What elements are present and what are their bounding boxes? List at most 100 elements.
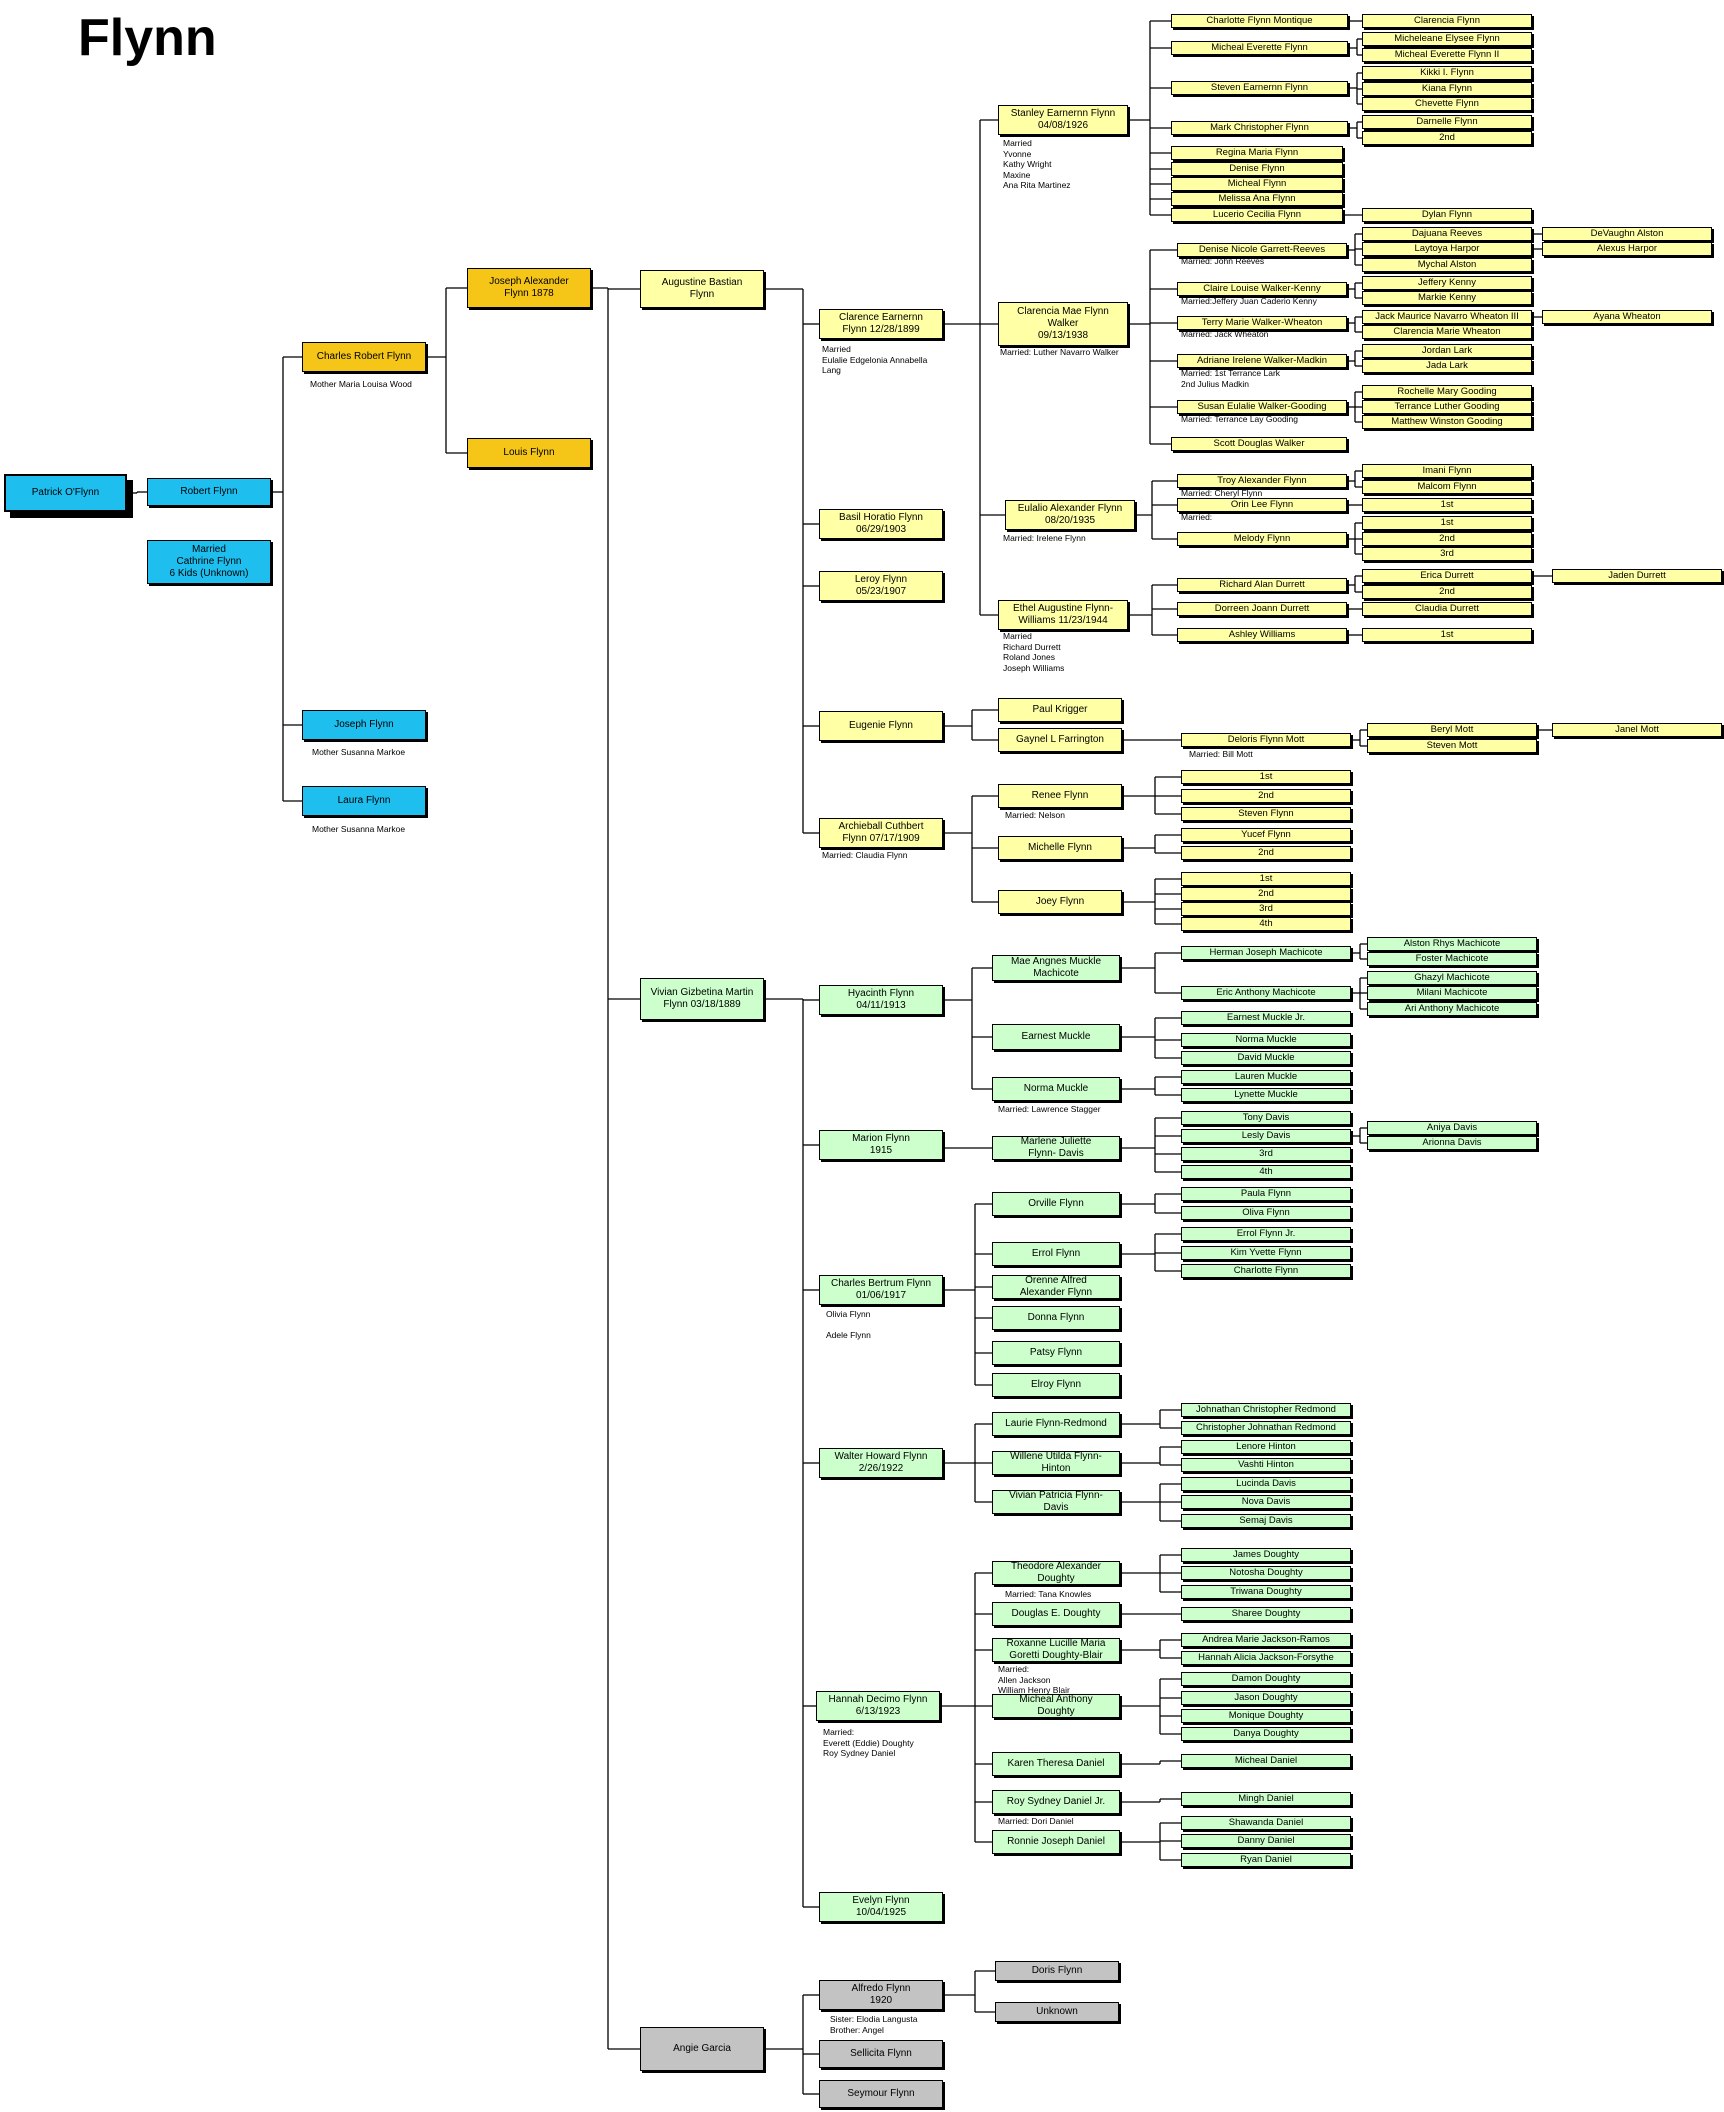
- person-box-matthew-wg: Matthew Winston Gooding: [1362, 415, 1532, 429]
- person-box-david-m: David Muckle: [1181, 1051, 1351, 1065]
- person-box-robert-married: Married Cathrine Flynn 6 Kids (Unknown): [147, 540, 271, 584]
- person-box-walter: Walter Howard Flynn 2/26/1922: [819, 1448, 943, 1478]
- person-box-christopher-jr: Christopher Johnathan Redmond: [1181, 1421, 1351, 1435]
- person-box-nova: Nova Davis: [1181, 1495, 1351, 1509]
- person-box-joseph-alexander: Joseph Alexander Flynn 1878: [467, 268, 591, 308]
- person-box-darnelle: Darnelle Flynn: [1362, 115, 1532, 129]
- person-box-semaj: Semaj Davis: [1181, 1514, 1351, 1528]
- person-box-elroy: Elroy Flynn: [992, 1373, 1120, 1397]
- person-box-steven-flynn: Steven Flynn: [1181, 807, 1351, 821]
- person-box-michelle: Michelle Flynn: [998, 836, 1122, 860]
- person-box-marlene-3rd: 3rd: [1181, 1147, 1351, 1161]
- person-box-alexus: Alexus Harpor: [1542, 242, 1712, 256]
- person-box-patrick: Patrick O'Flynn: [4, 474, 127, 512]
- person-box-micheal-daniel: Micheal Daniel: [1181, 1754, 1351, 1768]
- person-box-notosha: Notosha Doughty: [1181, 1566, 1351, 1580]
- person-box-milani: Milani Machicote: [1367, 986, 1537, 1000]
- person-box-charlotte-f: Charlotte Flynn: [1181, 1264, 1351, 1278]
- person-box-paula: Paula Flynn: [1181, 1187, 1351, 1201]
- person-box-clarencia-f: Clarencia Flynn: [1362, 14, 1532, 28]
- person-box-jeffery-k: Jeffery Kenny: [1362, 276, 1532, 290]
- person-box-dorreen: Dorreen Joann Durrett: [1177, 602, 1347, 616]
- person-box-claire: Claire Louise Walker-Kenny: [1177, 282, 1347, 296]
- person-box-ryan-d: Ryan Daniel: [1181, 1853, 1351, 1867]
- note-joseph-flynn: Mother Susanna Markoe: [312, 747, 406, 757]
- person-box-clarencia-mae: Clarencia Mae Flynn Walker 09/13/1938: [998, 302, 1128, 346]
- person-box-vivian-g: Vivian Gizbetina Martin Flynn 03/18/1889: [640, 978, 764, 1020]
- person-box-micheal-ef2: Micheal Everette Flynn II: [1362, 48, 1532, 62]
- person-box-doris: Doris Flynn: [995, 1961, 1119, 1981]
- person-box-tony-d: Tony Davis: [1181, 1111, 1351, 1125]
- person-box-michelle-2nd: 2nd: [1181, 846, 1351, 860]
- person-box-earnest-m: Earnest Muckle: [992, 1024, 1120, 1050]
- person-box-eric-am: Eric Anthony Machicote: [1181, 986, 1351, 1000]
- note-adriane: Married: 1st Terrance Lark 2nd Julius Ma…: [1181, 368, 1281, 389]
- person-box-claudia-d: Claudia Durrett: [1362, 602, 1532, 616]
- person-box-charlotte-fm: Charlotte Flynn Montique: [1171, 14, 1348, 28]
- person-box-foster-m: Foster Machicote: [1367, 952, 1537, 966]
- person-box-joey-4th: 4th: [1181, 917, 1351, 931]
- person-box-errol-jr: Errol Flynn Jr.: [1181, 1227, 1351, 1241]
- person-box-lesly-d: Lesly Davis: [1181, 1129, 1351, 1143]
- note-orin: Married:: [1181, 512, 1213, 522]
- person-box-vivian-pfd: Vivian Patricia Flynn- Davis: [992, 1490, 1120, 1514]
- person-box-micheleane: Micheleane Elysee Flynn: [1362, 32, 1532, 46]
- person-box-danya: Danya Doughty: [1181, 1727, 1351, 1741]
- note-alfredo: Sister: Elodia Langusta Brother: Angel: [830, 2014, 918, 2035]
- person-box-renee-1st: 1st: [1181, 770, 1351, 784]
- person-box-sharee: Sharee Doughty: [1181, 1607, 1351, 1621]
- note-troy: Married: Cheryl Flynn: [1181, 488, 1263, 498]
- person-box-joseph-flynn: Joseph Flynn: [302, 710, 426, 740]
- person-box-micheal-f: Micheal Flynn: [1171, 177, 1343, 191]
- person-box-earnest-mjr: Earnest Muckle Jr.: [1181, 1011, 1351, 1025]
- person-box-adriane: Adriane Irelene Walker-Madkin: [1177, 354, 1347, 368]
- person-box-joey-3rd: 3rd: [1181, 902, 1351, 916]
- person-box-alfredo: Alfredo Flynn 1920: [819, 1980, 943, 2010]
- person-box-regina: Regina Maria Flynn: [1171, 146, 1343, 160]
- person-box-leroy: Leroy Flynn 05/23/1907: [819, 571, 943, 601]
- person-box-paul: Paul Krigger: [998, 698, 1122, 722]
- person-box-hyacinth: Hyacinth Flynn 04/11/1913: [819, 985, 943, 1015]
- note-renee: Married: Nelson: [1005, 810, 1065, 820]
- person-box-arionna: Arionna Davis: [1367, 1136, 1537, 1150]
- person-box-deloris: Deloris Flynn Mott: [1181, 733, 1351, 747]
- person-box-ashley: Ashley Williams: [1177, 628, 1347, 642]
- note-clarence: Married Eulalie Edgelonia Annabella Lang: [822, 344, 928, 375]
- person-box-terrance-lg: Terrance Luther Gooding: [1362, 400, 1532, 414]
- person-box-errol: Errol Flynn: [992, 1242, 1120, 1266]
- person-box-micheal-ef: Micheal Everette Flynn: [1171, 41, 1348, 55]
- person-box-evelyn: Evelyn Flynn 10/04/1925: [819, 1892, 943, 1922]
- person-box-devaughn: DeVaughn Alston: [1542, 227, 1712, 241]
- person-box-kikki: Kikki I. Flynn: [1362, 66, 1532, 80]
- person-box-lauren-m: Lauren Muckle: [1181, 1070, 1351, 1084]
- person-box-joey-2nd: 2nd: [1181, 887, 1351, 901]
- note-norma-m: Married: Lawrence Stagger: [998, 1104, 1101, 1114]
- person-box-steven-ef: Steven Earnernn Flynn: [1171, 81, 1348, 95]
- note-eulalio: Married: Irelene Flynn: [1003, 533, 1086, 543]
- person-box-lenore: Lenore Hinton: [1181, 1440, 1351, 1454]
- note-archieball: Married: Claudia Flynn: [822, 850, 908, 860]
- person-box-norma-m2: Norma Muckle: [1181, 1033, 1351, 1047]
- person-box-malcom: Malcom Flynn: [1362, 480, 1532, 494]
- note-roxanne: Married: Allen Jackson William Henry Bla…: [998, 1664, 1070, 1695]
- person-box-renee-2nd: 2nd: [1181, 789, 1351, 803]
- person-box-melissa: Melissa Ana Flynn: [1171, 192, 1343, 206]
- person-box-orenne: Orenne Alfred Alexander Flynn: [992, 1275, 1120, 1299]
- person-box-marlene-4th: 4th: [1181, 1165, 1351, 1179]
- person-box-roxanne: Roxanne Lucille Maria Goretti Doughty-Bl…: [992, 1638, 1120, 1662]
- person-box-mark-cf: Mark Christopher Flynn: [1171, 121, 1348, 135]
- person-box-ashley-1st: 1st: [1362, 628, 1532, 642]
- person-box-mingh: Mingh Daniel: [1181, 1792, 1351, 1806]
- note-laura-flynn: Mother Susanna Markoe: [312, 824, 406, 834]
- person-box-angie: Angie Garcia: [640, 2027, 764, 2071]
- note-roy-jr: Married: Dori Daniel: [998, 1816, 1074, 1826]
- note-denise-ngr: Married: John Reeves: [1181, 256, 1265, 266]
- person-box-mae-angnes: Mae Angnes Muckle Machicote: [992, 955, 1120, 981]
- note-deloris: Married: Bill Mott: [1189, 749, 1253, 759]
- person-box-danny-d: Danny Daniel: [1181, 1834, 1351, 1848]
- person-box-stanley: Stanley Earnernn Flynn 04/08/1926: [998, 105, 1128, 135]
- person-box-laura-flynn: Laura Flynn: [302, 786, 426, 816]
- person-box-mark-2nd: 2nd: [1362, 131, 1532, 145]
- person-box-denise-ngr: Denise Nicole Garrett-Reeves: [1177, 243, 1347, 257]
